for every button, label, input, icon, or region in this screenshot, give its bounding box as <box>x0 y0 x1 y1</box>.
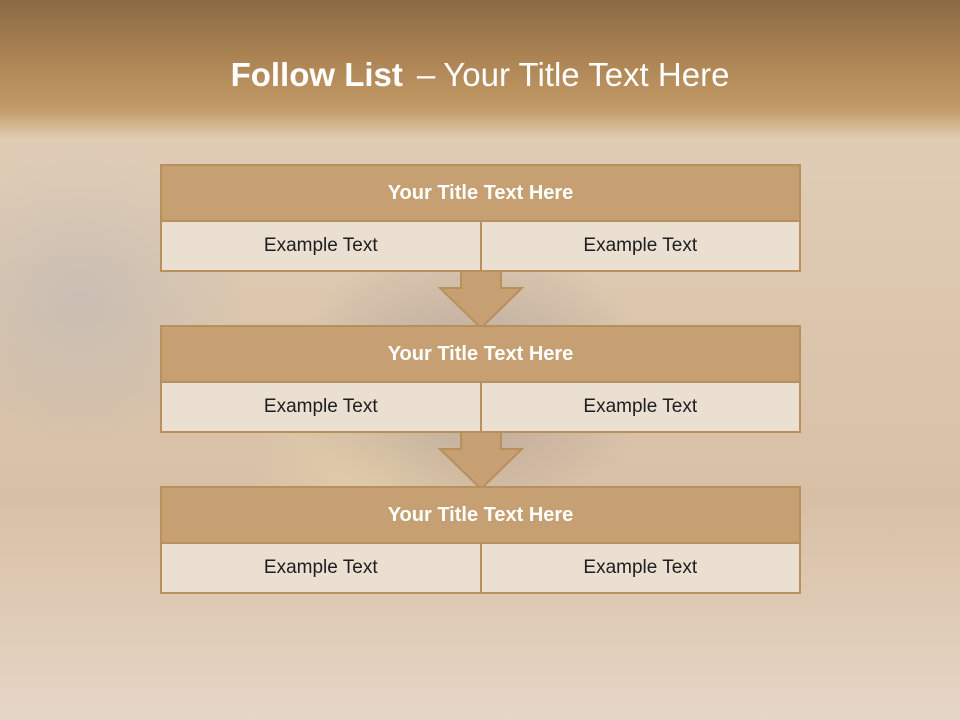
step-row: Example Text Example Text <box>162 544 799 592</box>
title-bold: Follow List <box>230 56 403 93</box>
step-cell-left: Example Text <box>162 383 480 431</box>
step-cell-right: Example Text <box>479 383 799 431</box>
title-band <box>0 0 960 140</box>
down-arrow-icon <box>438 270 524 330</box>
step-cell-left: Example Text <box>162 222 480 270</box>
title-dash: – <box>416 56 436 93</box>
step-title: Your Title Text Here <box>162 327 799 383</box>
step-cell-left: Example Text <box>162 544 480 592</box>
step-title: Your Title Text Here <box>162 166 799 222</box>
down-arrow-icon <box>438 431 524 491</box>
step-title: Your Title Text Here <box>162 488 799 544</box>
step-cell-right: Example Text <box>479 222 799 270</box>
step-cell-right: Example Text <box>479 544 799 592</box>
slide-title: Follow List–Your Title Text Here <box>0 52 960 98</box>
step-row: Example Text Example Text <box>162 383 799 431</box>
step-block-3: Your Title Text Here Example Text Exampl… <box>160 486 801 594</box>
step-row: Example Text Example Text <box>162 222 799 270</box>
step-block-1: Your Title Text Here Example Text Exampl… <box>160 164 801 272</box>
step-block-2: Your Title Text Here Example Text Exampl… <box>160 325 801 433</box>
title-rest: Your Title Text Here <box>443 56 730 93</box>
